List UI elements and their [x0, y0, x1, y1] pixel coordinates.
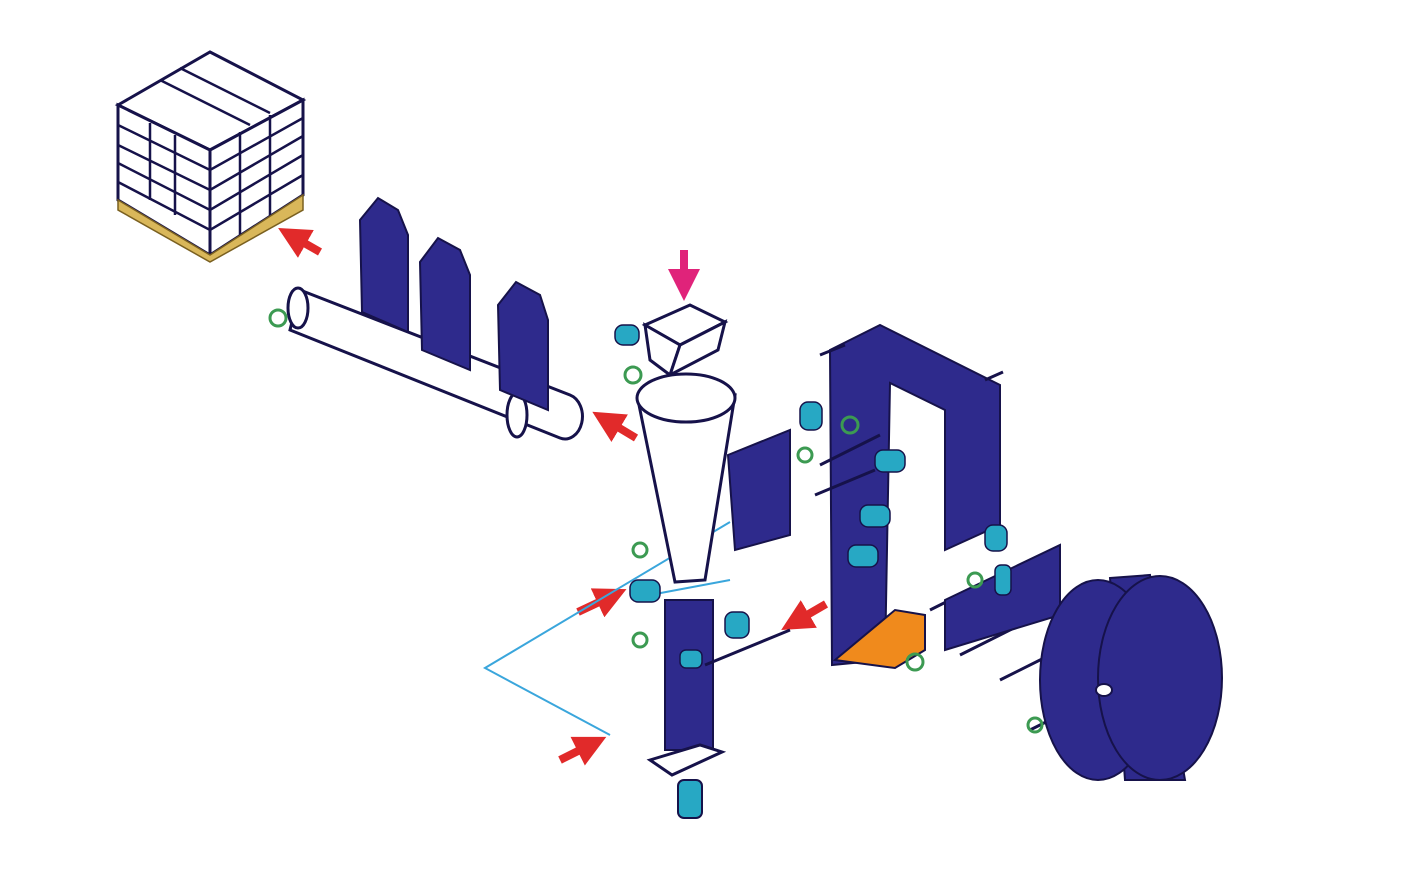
bag-tube	[646, 599, 727, 819]
bag-1	[358, 196, 409, 334]
flow-arrows	[278, 228, 829, 766]
side-bag	[726, 428, 791, 552]
pallet-base	[117, 193, 304, 263]
film-path-line	[482, 521, 731, 736]
cutter-unit	[832, 608, 926, 670]
arrow-to-conveyor	[592, 411, 639, 442]
conveyor-belt	[286, 286, 584, 441]
bag-2	[418, 236, 471, 372]
arrow-film-in-2	[558, 736, 607, 766]
bag-3	[496, 280, 549, 412]
pallet-stack	[114, 50, 307, 263]
gear-icon	[268, 308, 288, 328]
arrow-to-pallet	[278, 228, 322, 258]
roll-core	[1095, 683, 1113, 697]
hopper-funnel	[635, 372, 737, 584]
rollers	[614, 324, 1012, 669]
gears	[623, 365, 1044, 734]
dosing-box	[641, 303, 729, 379]
roller-bottom	[677, 779, 703, 819]
finished-bags	[358, 196, 549, 412]
film-roll	[1039, 573, 1223, 781]
arrow-film-in-3	[781, 600, 829, 631]
